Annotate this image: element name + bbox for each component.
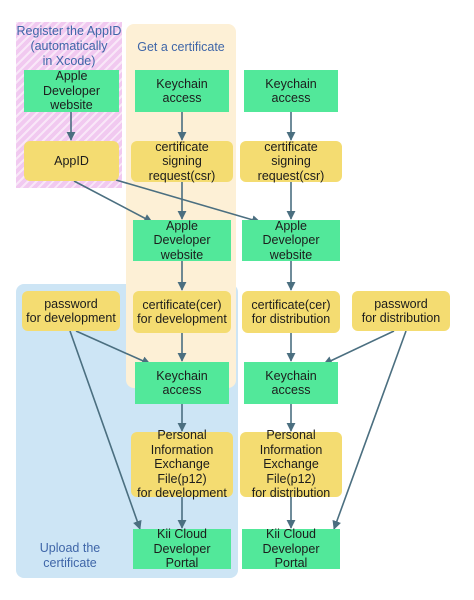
node-label: Apple Developer website (262, 218, 320, 262)
arrow-password-dev-to-keychain (75, 330, 151, 365)
node-label: Keychain access (265, 76, 317, 106)
node-label: password for development (26, 296, 116, 326)
kii-portal-dist-node: Kii Cloud Developer Portal (242, 527, 340, 571)
keychain-access-dev-top-node: Keychain access (135, 70, 229, 112)
arrow-password-dev-to-kii (69, 330, 142, 530)
node-label: Keychain access (156, 76, 208, 106)
node-label: Kii Cloud Developer Portal (153, 527, 211, 571)
node-label: Keychain access (156, 368, 208, 398)
register-appid-title: Register the AppID (automatically in Xco… (16, 24, 122, 68)
upload-certificate-title: Upload the certificate (39, 541, 101, 570)
node-label: certificate signing request(csr) (257, 139, 325, 183)
node-label: Kii Cloud Developer Portal (262, 527, 320, 571)
password-dist-node: password for distribution (352, 291, 450, 331)
keychain-access-dist-top-node: Keychain access (244, 70, 338, 112)
arrow-password-dist-to-kii (332, 330, 407, 530)
node-label: Apple Developer website (43, 69, 100, 113)
kii-portal-dev-node: Kii Cloud Developer Portal (133, 527, 231, 571)
node-label: certificate(cer) for distribution (251, 297, 331, 327)
node-label: certificate signing request(csr) (148, 139, 216, 183)
p12-dist-node: Personal Information Exchange File(p12) … (240, 428, 342, 500)
node-label: Personal Information Exchange File(p12) … (251, 428, 331, 501)
node-label: Personal Information Exchange File(p12) … (137, 428, 227, 501)
apple-developer-website-register-node: Apple Developer website (24, 69, 119, 113)
get-certificate-title: Get a certificate (137, 40, 225, 54)
apple-developer-website-dev-node: Apple Developer website (133, 218, 231, 262)
certificate-dev-node: certificate(cer) for development (133, 291, 231, 333)
arrow-password-dist-to-keychain (323, 330, 395, 365)
csr-dev-node: certificate signing request(csr) (131, 139, 233, 183)
node-label: password for distribution (361, 296, 441, 326)
arrow-appid-to-site-dev (73, 180, 153, 223)
appid-node: AppID (24, 141, 119, 181)
certificate-dist-node: certificate(cer) for distribution (242, 291, 340, 333)
arrow-appid-to-site-dist (115, 179, 261, 225)
keychain-access-dist-bottom-node: Keychain access (244, 362, 338, 404)
csr-dist-node: certificate signing request(csr) (240, 139, 342, 183)
node-label: Keychain access (265, 368, 317, 398)
keychain-access-dev-bottom-node: Keychain access (135, 362, 229, 404)
node-label: AppID (54, 153, 89, 168)
node-label: certificate(cer) for development (137, 297, 227, 327)
node-label: Apple Developer website (153, 218, 211, 262)
p12-dev-node: Personal Information Exchange File(p12) … (131, 428, 233, 500)
password-dev-node: password for development (22, 291, 120, 331)
apple-developer-website-dist-node: Apple Developer website (242, 218, 340, 262)
